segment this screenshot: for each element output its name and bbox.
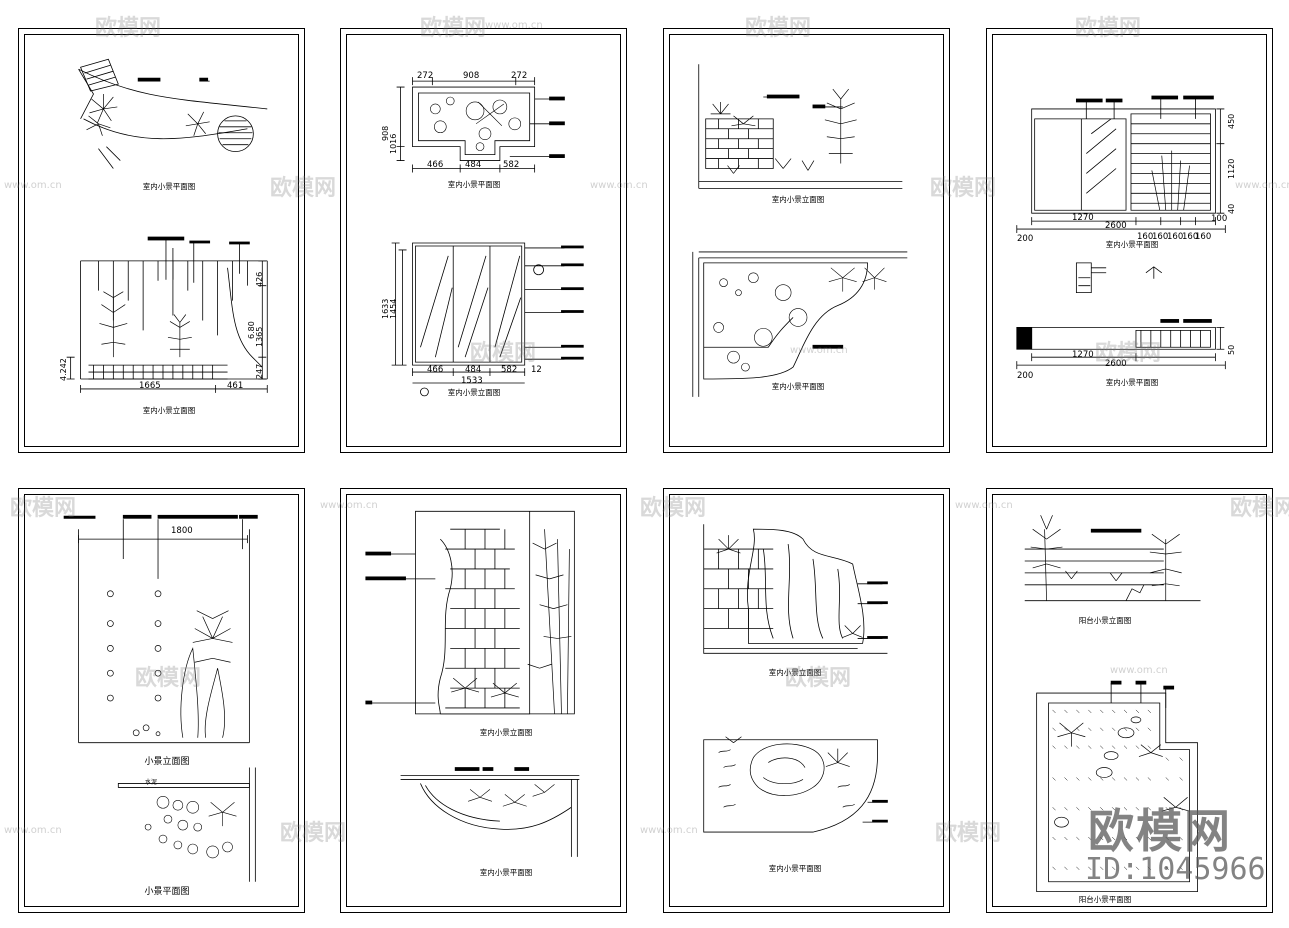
sheet-4-drawing	[1016, 95, 1226, 370]
sheet-6-drawing	[365, 510, 580, 857]
drawing-sheet-5[interactable]: 1800 水泥 小景立面图 小景平面图	[18, 488, 305, 913]
dim-label: 484	[465, 160, 482, 170]
sheet-8-drawing	[1024, 515, 1201, 893]
sheet-border	[24, 34, 299, 447]
drawing-sheet-3[interactable]: 室内小景立面图 室内小景平面图	[663, 28, 950, 453]
dim-label: 160	[1152, 232, 1169, 242]
dim-label: 484	[465, 365, 482, 375]
caption-elevation: 室内小景立面图	[142, 406, 196, 415]
dim-label: 200	[1017, 371, 1034, 381]
caption-plan: 室内小景平面图	[479, 868, 533, 877]
sheet-2-drawing	[391, 77, 584, 397]
dim-label: 461	[227, 381, 244, 391]
dim-label: 160	[1195, 232, 1212, 242]
dim-label: 50	[1227, 344, 1236, 355]
dim-label: 40	[1227, 203, 1236, 214]
dim-label: 466	[427, 160, 444, 170]
caption-elevation: 小景立面图	[144, 757, 190, 767]
dim-label: 450	[1227, 113, 1236, 129]
sheet-border	[24, 494, 299, 907]
dim-label: 1665	[139, 381, 161, 391]
dim-label: 160	[1167, 232, 1184, 242]
drawing-sheet-6[interactable]: 室内小景立面图 室内小景平面图	[340, 488, 627, 913]
caption-plan: 阳台小景平面图	[1078, 895, 1132, 904]
caption-plan: 室内小景平面图	[1105, 378, 1159, 387]
dim-label: 1365	[255, 326, 264, 347]
dim-label: 466	[427, 365, 444, 375]
sheet-3-drawing	[692, 64, 908, 397]
caption-plan: 小景平面图	[144, 887, 190, 897]
caption-plan: 室内小景平面图	[1105, 240, 1159, 249]
dim-label: 1454	[389, 298, 398, 319]
dim-label: 247	[255, 363, 264, 379]
drawing-sheet-7[interactable]: 室内小景立面图 室内小景平面图	[663, 488, 950, 913]
dim-label: 12	[531, 365, 542, 375]
dim-label: 水泥	[145, 779, 158, 786]
caption-elevation: 室内小景立面图	[771, 195, 825, 204]
sheet-7-drawing	[703, 524, 888, 833]
sheet-5-drawing	[63, 514, 258, 882]
dim-label: 100	[1211, 214, 1228, 224]
caption-plan: 室内小景平面图	[771, 382, 825, 391]
caption-elevation: 阳台小景立面图	[1078, 616, 1132, 625]
drawing-sheet-4[interactable]: 1270 2600 200 160 160 160 160 160 100 45…	[986, 28, 1273, 453]
caption-plan: 室内小景平面图	[142, 182, 196, 191]
sheet-border	[992, 494, 1267, 907]
dim-label: 2600	[1105, 221, 1127, 231]
caption-elevation: 室内小景立面图	[768, 668, 822, 677]
dim-label: 1800	[171, 526, 193, 536]
dim-label: 1270	[1072, 213, 1094, 223]
caption-plan: 室内小景平面图	[768, 864, 822, 873]
dim-label: 4.242	[59, 358, 68, 381]
watermark-brand-large: 欧模网	[1088, 804, 1232, 858]
watermark-id: ID:1045966	[1085, 852, 1266, 887]
dim-label: 426	[255, 271, 264, 287]
sheet-border	[346, 494, 621, 907]
sheet-border	[346, 34, 621, 447]
caption-plan: 室内小景平面图	[447, 180, 501, 189]
dim-label: 1016	[389, 133, 398, 154]
dim-label: 200	[1017, 234, 1034, 244]
caption-elevation: 室内小景立面图	[479, 728, 533, 737]
caption-elevation: 室内小景立面图	[447, 388, 501, 397]
dim-label: 1270	[1072, 350, 1094, 360]
sheet-border	[669, 34, 944, 447]
dim-label: 582	[501, 365, 518, 375]
sheet-1-drawing	[66, 58, 268, 393]
dim-label: 272	[417, 71, 434, 81]
sheet-border	[992, 34, 1267, 447]
dim-label: 272	[511, 71, 528, 81]
sheet-border	[669, 494, 944, 907]
dim-label: 582	[503, 160, 520, 170]
dim-label: 1533	[461, 376, 483, 386]
drawing-sheet-2[interactable]: 室内小景平面图 室内小景立面图 272 908 272 908 1016 466…	[340, 28, 627, 453]
drawing-sheet-1[interactable]: 室内小景平面图 室内小景立面图 1665 461 426 1365 6.80 2…	[18, 28, 305, 453]
dim-label: 160	[1182, 232, 1199, 242]
dim-label: 1120	[1227, 158, 1236, 179]
dim-label: 908	[463, 71, 480, 81]
drawing-sheet-8[interactable]: 阳台小景立面图 阳台小景平面图	[986, 488, 1273, 913]
dim-label: 2600	[1105, 359, 1127, 369]
dim-label: 6.80	[247, 321, 256, 339]
dim-label: 160	[1137, 232, 1154, 242]
